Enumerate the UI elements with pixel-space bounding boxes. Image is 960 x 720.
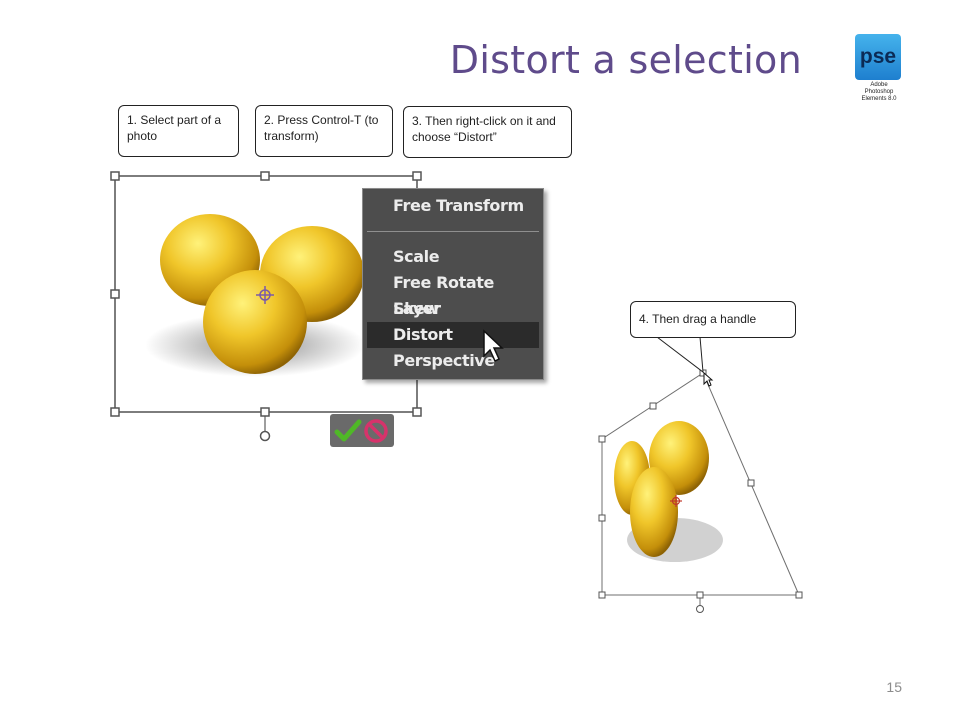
slide-title: Distort a selection	[449, 38, 802, 82]
transform-handle[interactable]	[598, 435, 606, 443]
transform-handle[interactable]	[598, 591, 606, 599]
cursor-arrow-icon	[483, 329, 504, 363]
transform-handle[interactable]	[260, 407, 270, 417]
transform-handle[interactable]	[110, 171, 120, 181]
cursor-arrow-icon	[703, 371, 714, 387]
transform-handle[interactable]	[598, 514, 606, 522]
transform-handle[interactable]	[649, 402, 657, 410]
transform-handle[interactable]	[110, 407, 120, 417]
lemon	[630, 467, 678, 557]
logo-caption: Adobe Photoshop Elements 8.0	[855, 82, 903, 103]
callout-step-1: 1. Select part of a photo	[118, 105, 239, 157]
menu-item-skew[interactable]: Skew	[393, 299, 439, 318]
menu-separator	[367, 231, 539, 232]
menu-item-free-transform[interactable]: Free Transform	[393, 196, 524, 215]
rotate-handle[interactable]	[259, 430, 271, 442]
transform-handle[interactable]	[795, 591, 803, 599]
callout-step-3: 3. Then right-click on it and choose “Di…	[403, 106, 572, 158]
logo-caption-line1: Adobe	[870, 82, 888, 88]
page-number: 15	[886, 679, 902, 695]
callout-pointer	[656, 336, 704, 374]
context-menu: Free Transform Scale Free Rotate Layer S…	[362, 188, 544, 380]
transform-handle[interactable]	[260, 171, 270, 181]
menu-item-free-rotate-layer[interactable]: Free Rotate Layer	[393, 273, 494, 318]
transform-handle[interactable]	[696, 591, 704, 599]
pse-badge: pse	[855, 34, 901, 80]
checkmark-icon[interactable]	[334, 418, 362, 444]
transform-handle[interactable]	[747, 479, 755, 487]
callout-step-2: 2. Press Control-T (to transform)	[255, 105, 393, 157]
menu-item-perspective[interactable]: Perspective	[393, 351, 495, 370]
cancel-icon[interactable]	[363, 418, 389, 444]
distorted-lemon-photo	[614, 421, 709, 557]
pse-logo: pse Adobe Photoshop Elements 8.0	[855, 34, 903, 108]
lemon-photo	[160, 214, 364, 374]
rotate-handle[interactable]	[696, 605, 704, 613]
menu-item-distort[interactable]: Distort	[367, 322, 539, 348]
crosshair-icon	[256, 286, 274, 304]
transform-handle[interactable]	[110, 289, 120, 299]
menu-item-scale[interactable]: Scale	[393, 247, 440, 266]
crosshair-icon	[670, 495, 682, 507]
commit-cancel-bar	[330, 414, 394, 447]
callout-step-4: 4. Then drag a handle	[630, 301, 796, 338]
transform-handle[interactable]	[412, 171, 422, 181]
lemon	[203, 270, 307, 374]
logo-caption-line3: Elements 8.0	[861, 96, 897, 102]
transform-handle[interactable]	[412, 407, 422, 417]
logo-caption-line2: Photoshop	[864, 89, 894, 95]
